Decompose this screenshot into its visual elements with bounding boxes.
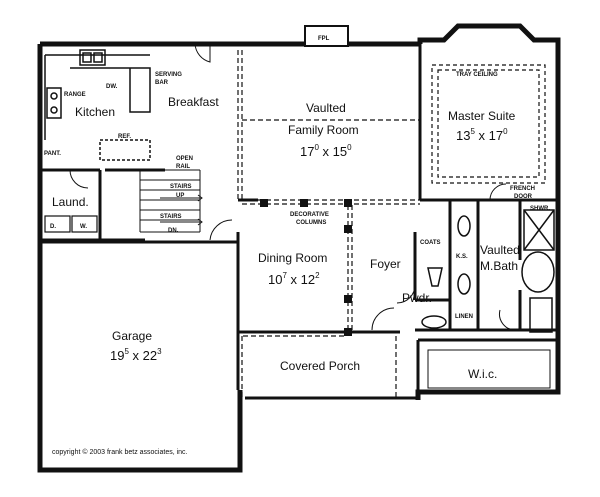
pantry-label: PANT. [44, 151, 61, 157]
master-bath-label-1: Vaulted [480, 243, 520, 257]
garage-label: Garage [112, 329, 152, 343]
laundry-appliances [44, 215, 98, 233]
exterior-walls [37, 23, 561, 473]
stairs-dn-label: STAIRS [160, 214, 182, 220]
open-rail-label-2: RAIL [176, 164, 190, 170]
french-door-label-1: FRENCH [510, 186, 535, 192]
master-suite-dimensions: 135 x 170 [456, 127, 508, 143]
dw-label: DW. [106, 84, 118, 90]
dining-room-label: Dining Room [258, 251, 327, 265]
decorative-columns-label-1: DECORATIVE [290, 212, 329, 218]
dryer-label: D. [50, 224, 56, 230]
master-bath-label-2: M.Bath [480, 259, 518, 273]
master-suite-label: Master Suite [448, 109, 516, 123]
open-rail-label-1: OPEN [176, 156, 193, 162]
garage-dimensions: 195 x 223 [110, 347, 162, 363]
fireplace-label: FPL [318, 36, 330, 42]
serving-bar-label-2: BAR [155, 80, 169, 86]
family-room-label-2: Family Room [288, 123, 359, 137]
family-room-label-1: Vaulted [306, 101, 346, 115]
shower-label: SHWR. [530, 206, 550, 212]
laundry-label: Laund. [52, 195, 89, 209]
family-room-dimensions: 170 x 150 [300, 143, 352, 159]
tray-ceiling [431, 64, 546, 184]
dn-label: DN. [168, 228, 179, 234]
covered-porch-label: Covered Porch [280, 359, 360, 373]
copyright-text: copyright © 2003 frank betz associates, … [52, 448, 188, 456]
powder-room-label: Pwdr. [402, 291, 432, 305]
breakfast-label: Breakfast [168, 95, 219, 109]
bath-fixtures [421, 209, 555, 333]
fireplace [304, 25, 349, 47]
decorative-columns [260, 199, 352, 336]
linen-label: LINEN [455, 314, 473, 320]
door-swings [69, 43, 517, 331]
stairs [139, 169, 203, 233]
foyer-label: Foyer [370, 257, 401, 271]
dining-room-dimensions: 107 x 122 [268, 271, 320, 287]
tray-ceiling-label: TRAY CEILING [456, 72, 498, 78]
wic-shelves [427, 349, 551, 389]
serving-bar-label-1: SERVING [155, 72, 182, 78]
kitchen-fixtures [44, 49, 151, 161]
kitchen-label: Kitchen [75, 105, 115, 119]
up-label: UP [176, 193, 184, 199]
ref-label: REF. [118, 134, 131, 140]
range-label: RANGE [64, 92, 86, 98]
decorative-columns-label-2: COLUMNS [296, 220, 326, 226]
washer-label: W. [80, 224, 87, 230]
coats-label: COATS [420, 240, 441, 246]
wic-label: W.i.c. [468, 367, 497, 381]
stairs-up-label: STAIRS [170, 184, 192, 190]
ks-label: K.S. [456, 254, 468, 260]
french-door-label-2: DOOR [514, 194, 533, 200]
